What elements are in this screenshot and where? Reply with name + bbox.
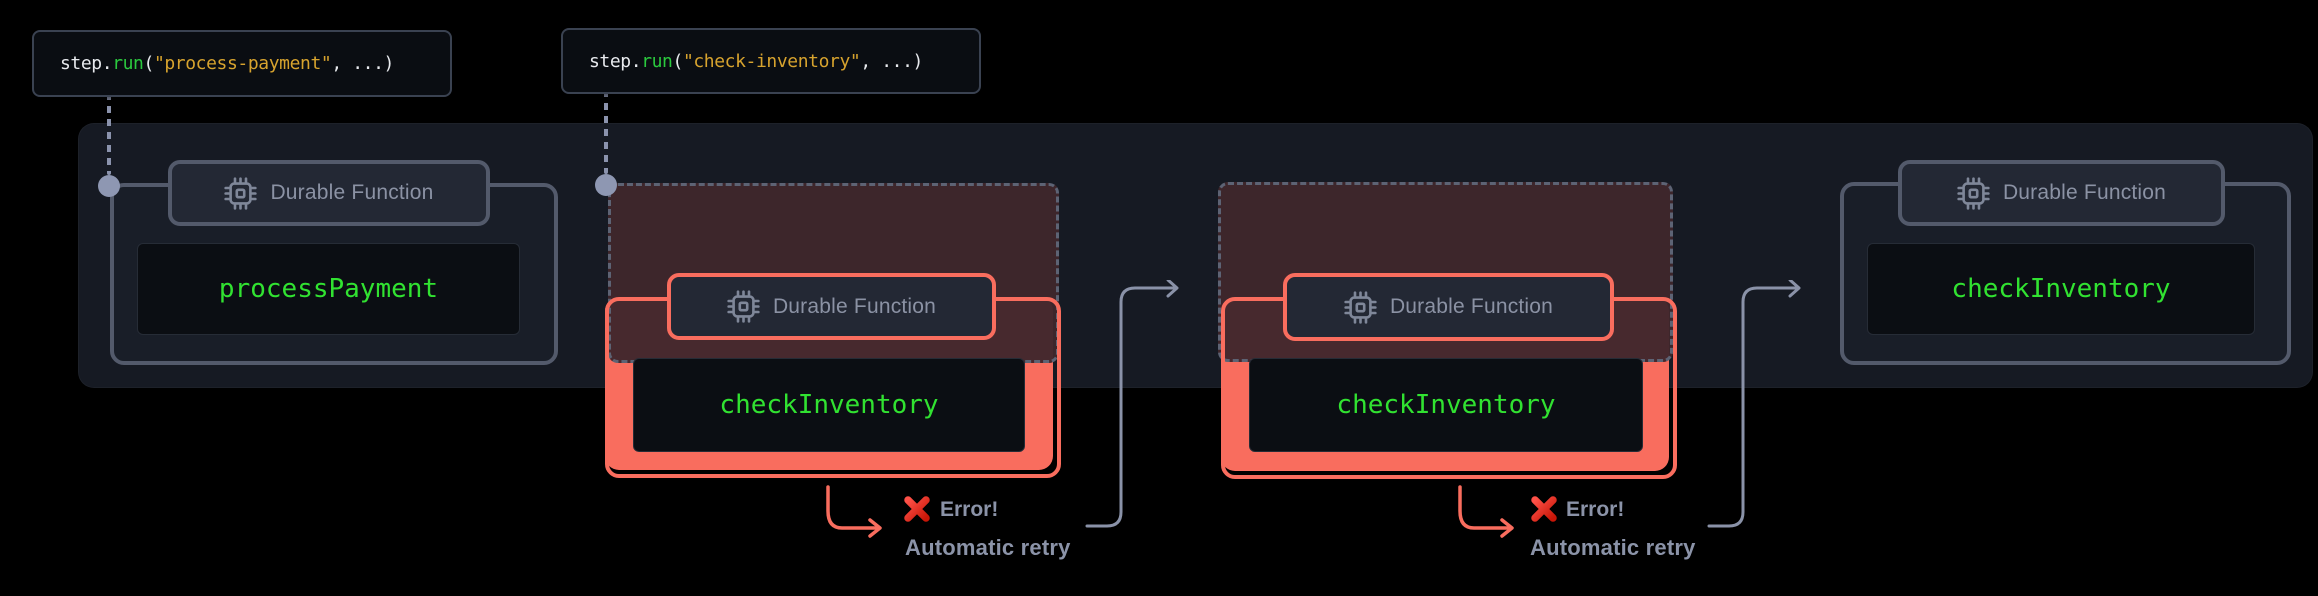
retry-elbow-arrow	[1707, 280, 1801, 528]
code-token-tail: , ...)	[331, 53, 394, 74]
code-token-dot: .	[630, 50, 642, 72]
durable-function-badge: Durable Function	[1898, 160, 2225, 226]
function-name: checkInventory	[1336, 390, 1556, 420]
function-name: checkInventory	[719, 390, 939, 420]
code-token-paren: (	[672, 50, 684, 72]
dashed-connector-line	[107, 93, 111, 175]
retry-label: Automatic retry	[905, 535, 1071, 560]
x-mark-icon	[904, 496, 930, 522]
error-label: Error!	[940, 498, 999, 521]
code-token-object: step	[60, 53, 102, 74]
chip-icon	[1957, 176, 1990, 210]
function-name-box: checkInventory	[1249, 358, 1643, 452]
function-name-box: checkInventory	[633, 358, 1025, 452]
chip-icon	[1344, 290, 1377, 324]
function-name-box: processPayment	[137, 243, 520, 335]
code-chip-check-inventory: step.run("check-inventory", ...)	[561, 28, 981, 94]
error-elbow-arrow	[826, 485, 882, 538]
durable-function-badge: Durable Function	[1283, 273, 1614, 341]
x-mark-icon	[1531, 496, 1557, 522]
function-name-box: checkInventory	[1867, 243, 2255, 335]
code-token-method: run	[112, 53, 144, 74]
retry-elbow-arrow	[1085, 280, 1179, 528]
code-token-argument: "process-payment"	[153, 53, 332, 74]
badge-label: Durable Function	[270, 181, 434, 204]
code-token-paren: (	[143, 53, 155, 74]
code-chip-process-payment: step.run("process-payment", ...)	[32, 30, 452, 97]
error-elbow-arrow	[1458, 485, 1514, 538]
badge-label: Durable Function	[2002, 181, 2167, 204]
code-token-tail: , ...)	[860, 50, 923, 72]
code-token-object: step	[589, 50, 631, 72]
durable-function-badge: Durable Function	[667, 273, 996, 340]
function-name: checkInventory	[1951, 274, 2171, 304]
retry-label: Automatic retry	[1530, 535, 1696, 560]
badge-label: Durable Function	[1389, 295, 1554, 318]
code-token-method: run	[641, 50, 673, 72]
function-name: processPayment	[218, 274, 439, 304]
dashed-connector-line	[604, 90, 608, 174]
error-label: Error!	[1566, 498, 1625, 521]
chip-icon	[224, 176, 258, 210]
connector-dot	[98, 175, 120, 197]
code-token-argument: "check-inventory"	[682, 50, 861, 72]
connector-dot	[595, 174, 617, 196]
chip-icon	[727, 290, 760, 323]
code-token-dot: .	[101, 53, 113, 74]
badge-label: Durable Function	[772, 294, 937, 318]
durable-function-badge: Durable Function	[168, 160, 490, 226]
